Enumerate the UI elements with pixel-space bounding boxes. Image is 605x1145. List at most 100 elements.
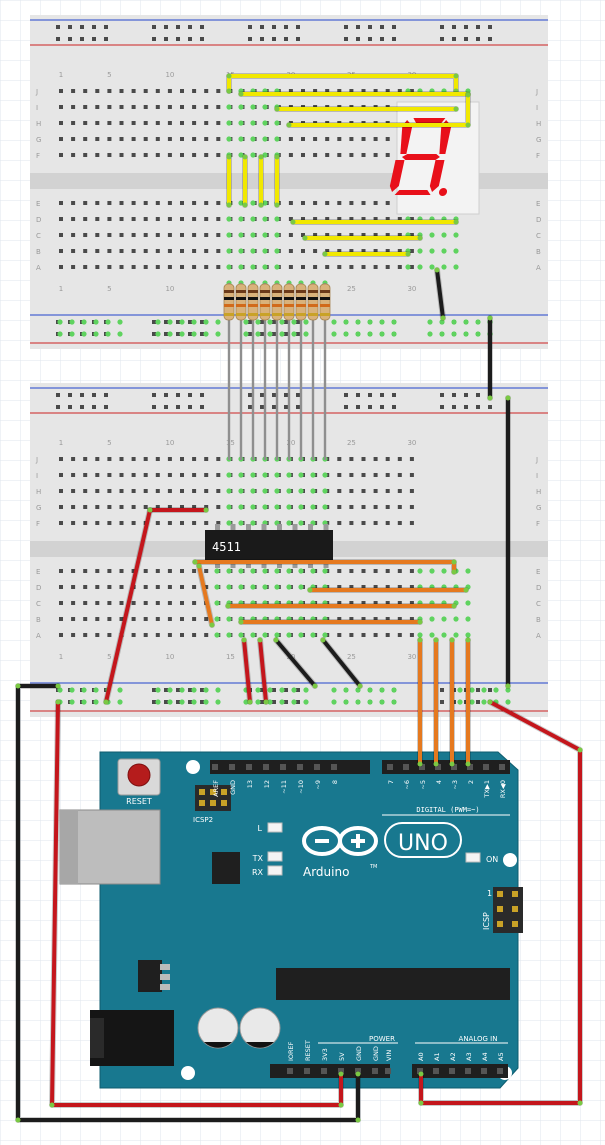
header-pin[interactable] [304, 1068, 310, 1074]
header-pin[interactable] [212, 764, 218, 770]
header-pin[interactable] [287, 1068, 293, 1074]
header-pin[interactable] [280, 764, 286, 770]
rail-hole [368, 37, 372, 41]
header-pin[interactable] [467, 764, 473, 770]
rail-hole [284, 688, 288, 692]
terminal-hole [385, 233, 390, 237]
terminal-hole [313, 201, 318, 205]
terminal-hole [397, 505, 402, 509]
terminal-hole [204, 137, 209, 141]
terminal-hole [83, 633, 88, 637]
black-wire[interactable] [321, 638, 362, 688]
power-pin-label: 3V3 [321, 1048, 329, 1061]
connected-hole [274, 472, 280, 478]
connected-hole [238, 488, 244, 494]
terminal-hole [95, 633, 100, 637]
terminal-hole [119, 601, 124, 605]
header-pin[interactable] [355, 1068, 361, 1074]
terminal-hole [119, 585, 124, 589]
terminal-hole [167, 121, 172, 125]
column-number: 1 [59, 285, 63, 293]
header-pin[interactable] [314, 764, 320, 770]
header-pin[interactable] [417, 1068, 423, 1074]
connected-hole [310, 472, 316, 478]
red-wire[interactable] [50, 700, 343, 1107]
header-pin[interactable] [449, 1068, 455, 1074]
header-pin[interactable] [331, 764, 337, 770]
terminal-hole [143, 601, 148, 605]
header-pin[interactable] [497, 1068, 503, 1074]
terminal-hole [143, 265, 148, 269]
digital-pin-label: ~3 [451, 780, 459, 790]
connected-hole [279, 319, 285, 325]
connected-hole [255, 319, 261, 325]
header-pin[interactable] [297, 764, 303, 770]
connected-hole [310, 568, 316, 574]
red-wire[interactable] [242, 638, 252, 704]
terminal-hole [59, 249, 63, 253]
connected-hole [238, 120, 244, 126]
header-pin[interactable] [372, 1068, 378, 1074]
terminal-hole [349, 265, 354, 269]
terminal-hole [95, 137, 100, 141]
terminal-hole [361, 569, 366, 573]
terminal-hole [216, 489, 221, 493]
header-pin[interactable] [385, 1068, 391, 1074]
header-pin[interactable] [451, 764, 457, 770]
terminal-hole [204, 505, 209, 509]
black-wire[interactable] [435, 268, 445, 320]
terminal-hole [180, 153, 184, 157]
connected-hole [167, 687, 173, 693]
rail-hole [164, 688, 168, 692]
terminal-hole [167, 569, 172, 573]
terminal-hole [119, 617, 124, 621]
segment-g [401, 154, 440, 160]
terminal-hole [337, 153, 342, 157]
terminal-hole [119, 249, 124, 253]
header-pin[interactable] [435, 764, 441, 770]
reset-button-cap[interactable] [127, 763, 151, 787]
connected-hole [250, 264, 256, 270]
rail-hole [380, 37, 384, 41]
ic-pin [230, 562, 236, 568]
terminal-hole [71, 265, 76, 269]
header-pin[interactable] [499, 764, 505, 770]
red-wire[interactable] [104, 508, 152, 704]
rail-hole [104, 405, 108, 409]
header-pin[interactable] [419, 764, 425, 770]
red-wire[interactable] [258, 638, 268, 704]
black-wire[interactable] [274, 638, 317, 688]
connected-hole [267, 319, 273, 325]
terminal-hole [167, 89, 172, 93]
yellow-wire[interactable] [227, 74, 458, 93]
led-tx-label: TX [252, 854, 264, 863]
header-pin[interactable] [433, 1068, 439, 1074]
header-pin[interactable] [246, 764, 252, 770]
terminal-hole [349, 617, 354, 621]
header-pin[interactable] [387, 764, 393, 770]
header-pin[interactable] [481, 1068, 487, 1074]
orange-wire[interactable] [197, 564, 214, 627]
header-pin[interactable] [483, 764, 489, 770]
header-pin[interactable] [229, 764, 235, 770]
header-pin[interactable] [263, 764, 269, 770]
header-pin[interactable] [338, 1068, 344, 1074]
connected-hole [465, 568, 471, 574]
column-number: 25 [347, 285, 356, 293]
terminal-hole [107, 121, 112, 125]
rail-hole [284, 332, 288, 336]
terminal-hole [95, 233, 100, 237]
connected-hole [391, 331, 397, 337]
terminal-hole [95, 121, 100, 125]
header-pin[interactable] [403, 764, 409, 770]
header-pin[interactable] [321, 1068, 327, 1074]
terminal-hole [397, 249, 402, 253]
connected-hole [93, 331, 99, 337]
column-number: 30 [407, 285, 416, 293]
rail-hole [272, 320, 276, 324]
terminal-hole [71, 233, 76, 237]
header-pin[interactable] [465, 1068, 471, 1074]
rail-hole [380, 405, 384, 409]
connected-hole [69, 319, 75, 325]
